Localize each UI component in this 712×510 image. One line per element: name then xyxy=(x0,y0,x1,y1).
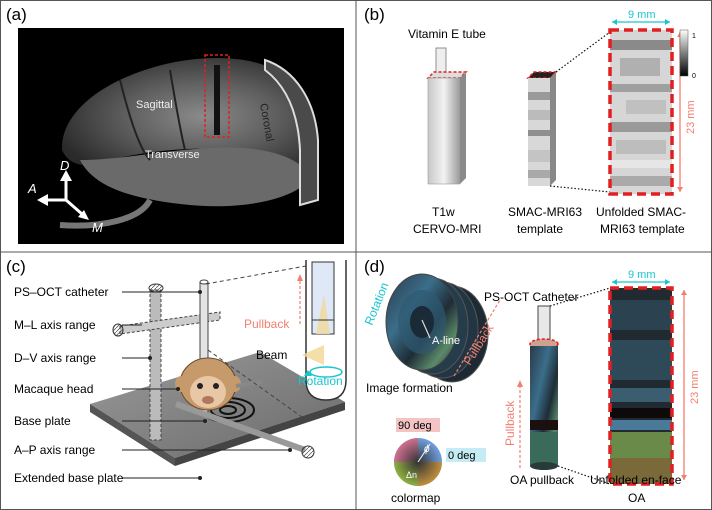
axis-a: A xyxy=(27,181,37,196)
caption-cervo: CERVO-MRI xyxy=(413,222,481,236)
label-extended-base-plate: Extended base plate xyxy=(14,471,124,485)
connector-bottom-d xyxy=(557,465,611,485)
label-ml-axis: M–L axis range xyxy=(14,318,96,332)
smac-block xyxy=(528,72,556,186)
height-label: 23 mm xyxy=(685,100,697,134)
label-base-plate: Base plate xyxy=(14,414,71,428)
axis-d: D xyxy=(60,158,69,173)
unfolded-smac-map xyxy=(608,28,674,196)
oa-pullback-cylinder xyxy=(530,346,558,470)
zoom-line-top xyxy=(205,265,307,285)
panel-a: Sagittal Coronal Transverse D A M (a) xyxy=(6,5,344,244)
oct-image-stack xyxy=(385,273,489,383)
colormap-wheel xyxy=(394,438,442,486)
beam-cone xyxy=(302,345,324,365)
coronal-face xyxy=(264,58,319,207)
caption-unfolded: Unfolded SMAC- xyxy=(596,205,686,219)
zoom-line-bottom xyxy=(207,349,307,421)
ml-axis-bar xyxy=(112,311,221,337)
t1w-block xyxy=(427,77,461,185)
tube-highlight-box xyxy=(204,54,230,138)
brainstem xyxy=(59,198,153,229)
ap-axis-rod xyxy=(174,401,307,453)
deg0-label: 0 deg xyxy=(448,450,476,462)
tube-label: Vitamin E tube xyxy=(408,27,486,41)
colorbar-max: 1 xyxy=(692,33,696,40)
ap-knob xyxy=(301,445,315,459)
label-ap-axis: A–P axis range xyxy=(14,443,95,457)
connector-bottom xyxy=(549,185,611,193)
caption-t1w: T1w xyxy=(432,205,455,219)
rotation-label: Rotation xyxy=(298,374,343,388)
label-catheter: PS–OCT catheter xyxy=(14,285,109,299)
unfolded-oa-label-2: OA xyxy=(628,491,645,505)
phi-symbol: ϕ xyxy=(424,444,430,455)
image-formation-label: Image formation xyxy=(366,381,453,395)
panel-a-tag: (a) xyxy=(6,5,27,24)
transverse-region xyxy=(80,147,312,207)
caption-smac: SMAC-MRI63 xyxy=(508,205,582,219)
t1w-block-side xyxy=(460,72,466,184)
label-dv-axis: D–V axis range xyxy=(14,351,96,365)
deg90-label: 90 deg xyxy=(398,420,432,432)
oa-pullback-label: OA pullback xyxy=(510,473,575,487)
unfolded-oa-label-1: Unfolded en-face xyxy=(590,473,682,487)
leader-lines xyxy=(122,291,290,479)
width-label-d: 9 mm xyxy=(628,269,656,281)
panel-c-tag: (c) xyxy=(6,257,26,276)
dv-axis-post xyxy=(148,283,164,441)
colorbar xyxy=(679,29,689,77)
label-sagittal: Sagittal xyxy=(136,99,173,111)
deg90-badge xyxy=(396,418,440,432)
aline-ray xyxy=(421,319,431,339)
panel-d: (d) Rotation A-line Pullback Image forma… xyxy=(362,257,701,505)
panel-b: (b) Vitamin E tube xyxy=(364,5,697,236)
panel-c: (c) xyxy=(6,257,347,485)
sulci xyxy=(119,69,186,161)
delta-n-symbol: Δn xyxy=(406,470,417,480)
height-label-d: 23 mm xyxy=(689,370,701,404)
ear-bar xyxy=(235,380,263,388)
deg0-badge xyxy=(446,448,486,462)
macaque-head xyxy=(175,357,241,411)
aline-label: A-line xyxy=(432,335,460,347)
catheter-zoom xyxy=(302,260,347,401)
t1w-block-top xyxy=(426,71,468,79)
tube-trace xyxy=(214,65,220,135)
panel-b-tag: (b) xyxy=(364,5,385,24)
pullback-label: Pullback xyxy=(244,317,290,331)
label-transverse: Transverse xyxy=(145,149,200,161)
axis-m: M xyxy=(92,220,103,235)
caption-template: template xyxy=(517,222,563,236)
width-label: 9 mm xyxy=(628,9,656,21)
label-macaque-head: Macaque head xyxy=(14,382,93,396)
caption-unfolded-template: MRI63 template xyxy=(600,222,685,236)
catheter-label: PS-OCT Catheter xyxy=(484,290,578,304)
unfolded-oa-map xyxy=(608,286,674,486)
pullback-side-label: Pullback xyxy=(503,400,517,446)
leader-dots xyxy=(148,290,292,480)
orientation-axes xyxy=(37,170,89,220)
beam-label: Beam xyxy=(256,348,287,362)
connector-top xyxy=(555,31,611,73)
brain-sagittal-slice xyxy=(61,58,316,176)
panel-d-tag: (d) xyxy=(364,257,385,276)
colorbar-min: 0 xyxy=(692,73,696,80)
colormap-label: colormap xyxy=(391,491,441,505)
oct-catheter-rod xyxy=(537,305,551,343)
